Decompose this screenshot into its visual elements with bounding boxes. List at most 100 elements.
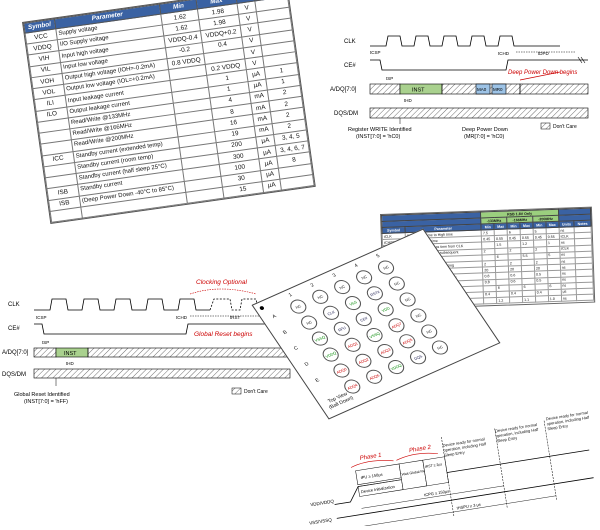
signal-dqs: DQS/DM bbox=[334, 111, 358, 117]
thspu-label: tHSPU ≥ 3 µs bbox=[456, 502, 481, 511]
phase1-label: Phase 1 bbox=[359, 453, 382, 462]
ready-box-1: Device ready for normal operation, inclu… bbox=[442, 436, 487, 458]
ce-waveform bbox=[370, 59, 588, 71]
ball-col-label: 3 bbox=[331, 272, 338, 279]
ball-pin: RFU bbox=[330, 319, 353, 339]
ball-row-label: E bbox=[314, 377, 321, 384]
tdpd-label: tDPD bbox=[538, 51, 550, 56]
signal-clk-2: CLK bbox=[8, 302, 20, 308]
clk-waveform bbox=[370, 35, 560, 47]
ac-cell: 1.1 bbox=[522, 296, 536, 303]
signal-dqs-2: DQS/DM bbox=[2, 372, 26, 378]
ball-pin: ADQ7 bbox=[385, 315, 408, 335]
ball-row-label: C bbox=[292, 345, 300, 352]
tcsp-label-2: tCSP bbox=[36, 315, 47, 320]
tsp-label-2: tSP bbox=[42, 340, 49, 345]
caption-global-reset-code: (INST[7:0] = 'hFF) bbox=[24, 399, 68, 405]
ball-pin: NC bbox=[352, 267, 376, 287]
mr0-label: MR0 bbox=[493, 87, 503, 92]
caption-deep-power-down: Deep Power Down bbox=[462, 127, 508, 133]
ball-row-label: A bbox=[271, 313, 278, 320]
caption-register-write: Register WRITE Identified bbox=[348, 127, 412, 133]
vdd-label: VDD/VDDQ bbox=[310, 499, 335, 508]
ball-pin: VSS bbox=[341, 293, 365, 313]
clk-waveform-2 bbox=[34, 298, 210, 311]
ready-box-2: Device ready for normal operation, inclu… bbox=[494, 421, 539, 444]
ball-col-label: 1 bbox=[287, 292, 294, 299]
ball-col-label: 5 bbox=[375, 253, 382, 260]
ac-cell bbox=[483, 297, 497, 305]
ball-pin: ADQ6 bbox=[363, 367, 386, 387]
trst-box: tRST ≥ 2µs bbox=[425, 462, 443, 469]
dc-spec-table: SymbolParameterMinMaxUnitNotes VCCSupply… bbox=[22, 0, 316, 225]
ball-col-label: 4 bbox=[353, 262, 360, 270]
ball-col-label: 2 bbox=[309, 282, 316, 289]
ball-row-label: D bbox=[303, 361, 311, 368]
signal-ce-2: CE# bbox=[8, 326, 20, 332]
ball-pin: ADQ5 bbox=[396, 331, 419, 351]
ball-pin: CLK bbox=[319, 303, 343, 323]
ball-pin: NC bbox=[374, 258, 398, 277]
signal-clk: CLK bbox=[344, 39, 356, 45]
ball-pin: VDDQ bbox=[385, 357, 408, 377]
deep-power-down-annotation: Deep Power Down begins bbox=[508, 70, 577, 76]
signal-ce: CE# bbox=[344, 63, 356, 69]
deep-power-down-timing-diagram: CLK CE# A/DQ[7:0] DQS/DM INST MA0 MR0 tC… bbox=[330, 35, 589, 140]
ball-pin: NC bbox=[385, 274, 408, 293]
global-reset-annotation: Global Reset begins bbox=[194, 331, 253, 338]
caption-global-reset: Global Reset Identified bbox=[14, 392, 70, 398]
tchd-label-2: tCHD bbox=[176, 315, 188, 320]
tcsp-label: tCSP bbox=[370, 50, 381, 55]
ball-pin: ADQ1 bbox=[341, 335, 364, 355]
ball-pin: NC bbox=[418, 322, 441, 341]
ball-pin: ADQ3 bbox=[374, 341, 397, 361]
ready-box-3: Device ready for normal operation, inclu… bbox=[545, 409, 590, 432]
dont-care-legend-2: Don't Care bbox=[244, 389, 268, 395]
global-reset-timing-diagram: CLK CE# A/DQ[7:0] DQS/DM INST tCSP tSP t… bbox=[2, 279, 291, 405]
tcpg-label: tCPG ≥ 150µs bbox=[424, 488, 450, 497]
ac-cell: 1.0 bbox=[548, 295, 562, 302]
vss-label: VSS/VSSQ bbox=[309, 517, 333, 526]
dont-care-legend: Don't Care bbox=[553, 124, 577, 130]
ball-pin: RST# bbox=[363, 283, 387, 303]
ball-pin: ADQ2 bbox=[352, 351, 375, 371]
signal-adq: A/DQ[7:0] bbox=[330, 87, 357, 93]
ball-pin: DQS bbox=[406, 347, 430, 367]
ma0-label: MA0 bbox=[477, 87, 487, 92]
power-up-sequence-diagram: Phase 1 Phase 2 VDD/VDDQ VSS/VSSQ tPU ≥ … bbox=[309, 409, 594, 526]
ac-cell bbox=[576, 294, 594, 301]
ac-cell: 1.2 bbox=[496, 297, 510, 304]
ce-waveform-2 bbox=[34, 323, 290, 335]
thd-label-2: tHD bbox=[66, 361, 75, 366]
ball-pin: NC bbox=[298, 313, 321, 332]
signal-adq-2: A/DQ[7:0] bbox=[2, 350, 29, 356]
caption-register-write-code: (INST[7:0] = 'hC0) bbox=[356, 134, 400, 140]
ball-pin: VSSQ bbox=[363, 325, 386, 345]
ball-pin: NC bbox=[428, 338, 452, 357]
ac-cell bbox=[535, 295, 549, 303]
ball-row-label: B bbox=[282, 329, 289, 336]
ma0-cell bbox=[475, 83, 491, 95]
clocking-optional-annotation: Clocking Optional bbox=[196, 279, 247, 286]
tpu-box: tPU ≥ 150µs bbox=[360, 472, 383, 480]
ball-pin: CE# bbox=[352, 309, 375, 329]
ball-pin: NC bbox=[287, 297, 310, 316]
ball-pin: VDD bbox=[374, 299, 397, 319]
ac-cell: ns bbox=[561, 294, 577, 302]
phase2-label: Phase 2 bbox=[409, 445, 432, 454]
trst-label: tRST bbox=[230, 315, 241, 320]
mr0-cell bbox=[491, 83, 507, 95]
inst-label: INST bbox=[412, 88, 425, 94]
tsp-label: tSP bbox=[386, 76, 393, 81]
ball-pin: VSSQ bbox=[308, 329, 332, 348]
caption-deep-power-down-code: (MR[7:0] = 'hC0) bbox=[464, 134, 504, 140]
ball-pin: NC bbox=[396, 290, 419, 309]
inst-label-2: INST bbox=[64, 351, 77, 357]
ball-pin: VDDQ bbox=[319, 345, 342, 364]
ball-pin: ADQ0 bbox=[330, 361, 353, 380]
ball-pin: NC bbox=[407, 306, 430, 325]
tchd-label: tCHD bbox=[498, 51, 510, 56]
ac-cell bbox=[509, 296, 523, 304]
device-init-box: Device Initialization bbox=[361, 484, 396, 494]
